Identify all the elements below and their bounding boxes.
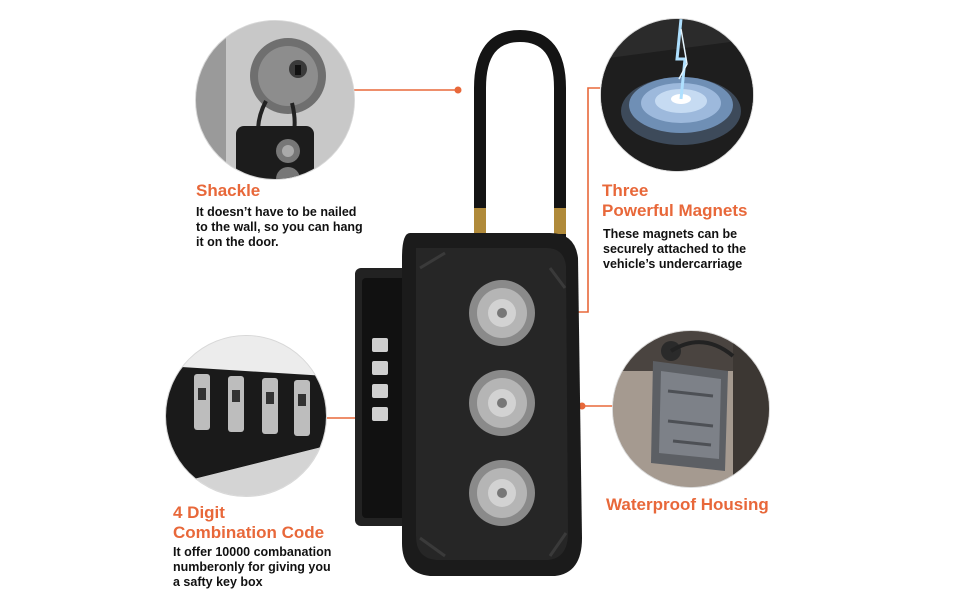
lockbox-product [350,28,590,598]
housing-title: Waterproof Housing [606,495,769,514]
shackle-desc-line: it on the door. [196,235,279,249]
housing-photo [612,330,770,488]
dot-shackle [454,86,462,94]
magnets-desc-line: securely attached to the [603,242,747,256]
code-desc-line: It offer 10000 combanation [173,545,332,559]
magnets-desc-line: These magnets can be [603,227,738,241]
magnet-photo [600,18,754,172]
magnets-title-line: Three [602,181,649,200]
dot-housing [578,402,586,410]
dial-closeup-photo [165,335,327,497]
magnets-title: Three Powerful Magnets [602,181,747,221]
shackle-title: Shackle [196,181,261,200]
magnets-title-line: Powerful Magnets [602,201,748,220]
code-desc-line: a safty key box [173,575,263,589]
code-title-line: Combination Code [173,523,325,542]
shackle-desc: It doesn’t have to be nailed to the wall… [196,205,363,250]
shackle-desc-line: to the wall, so you can hang [196,220,363,234]
code-desc-line: numberonly for giving you [173,560,331,574]
shackle-desc-line: It doesn’t have to be nailed [196,205,357,219]
code-title-line: 4 Digit [173,503,225,522]
magnets-desc-line: vehicle’s undercarriage [603,257,743,271]
magnets-desc: These magnets can be securely attached t… [603,227,746,272]
code-title: 4 Digit Combination Code [173,503,324,543]
code-desc: It offer 10000 combanation numberonly fo… [173,545,331,590]
door-knob-photo [195,20,355,180]
